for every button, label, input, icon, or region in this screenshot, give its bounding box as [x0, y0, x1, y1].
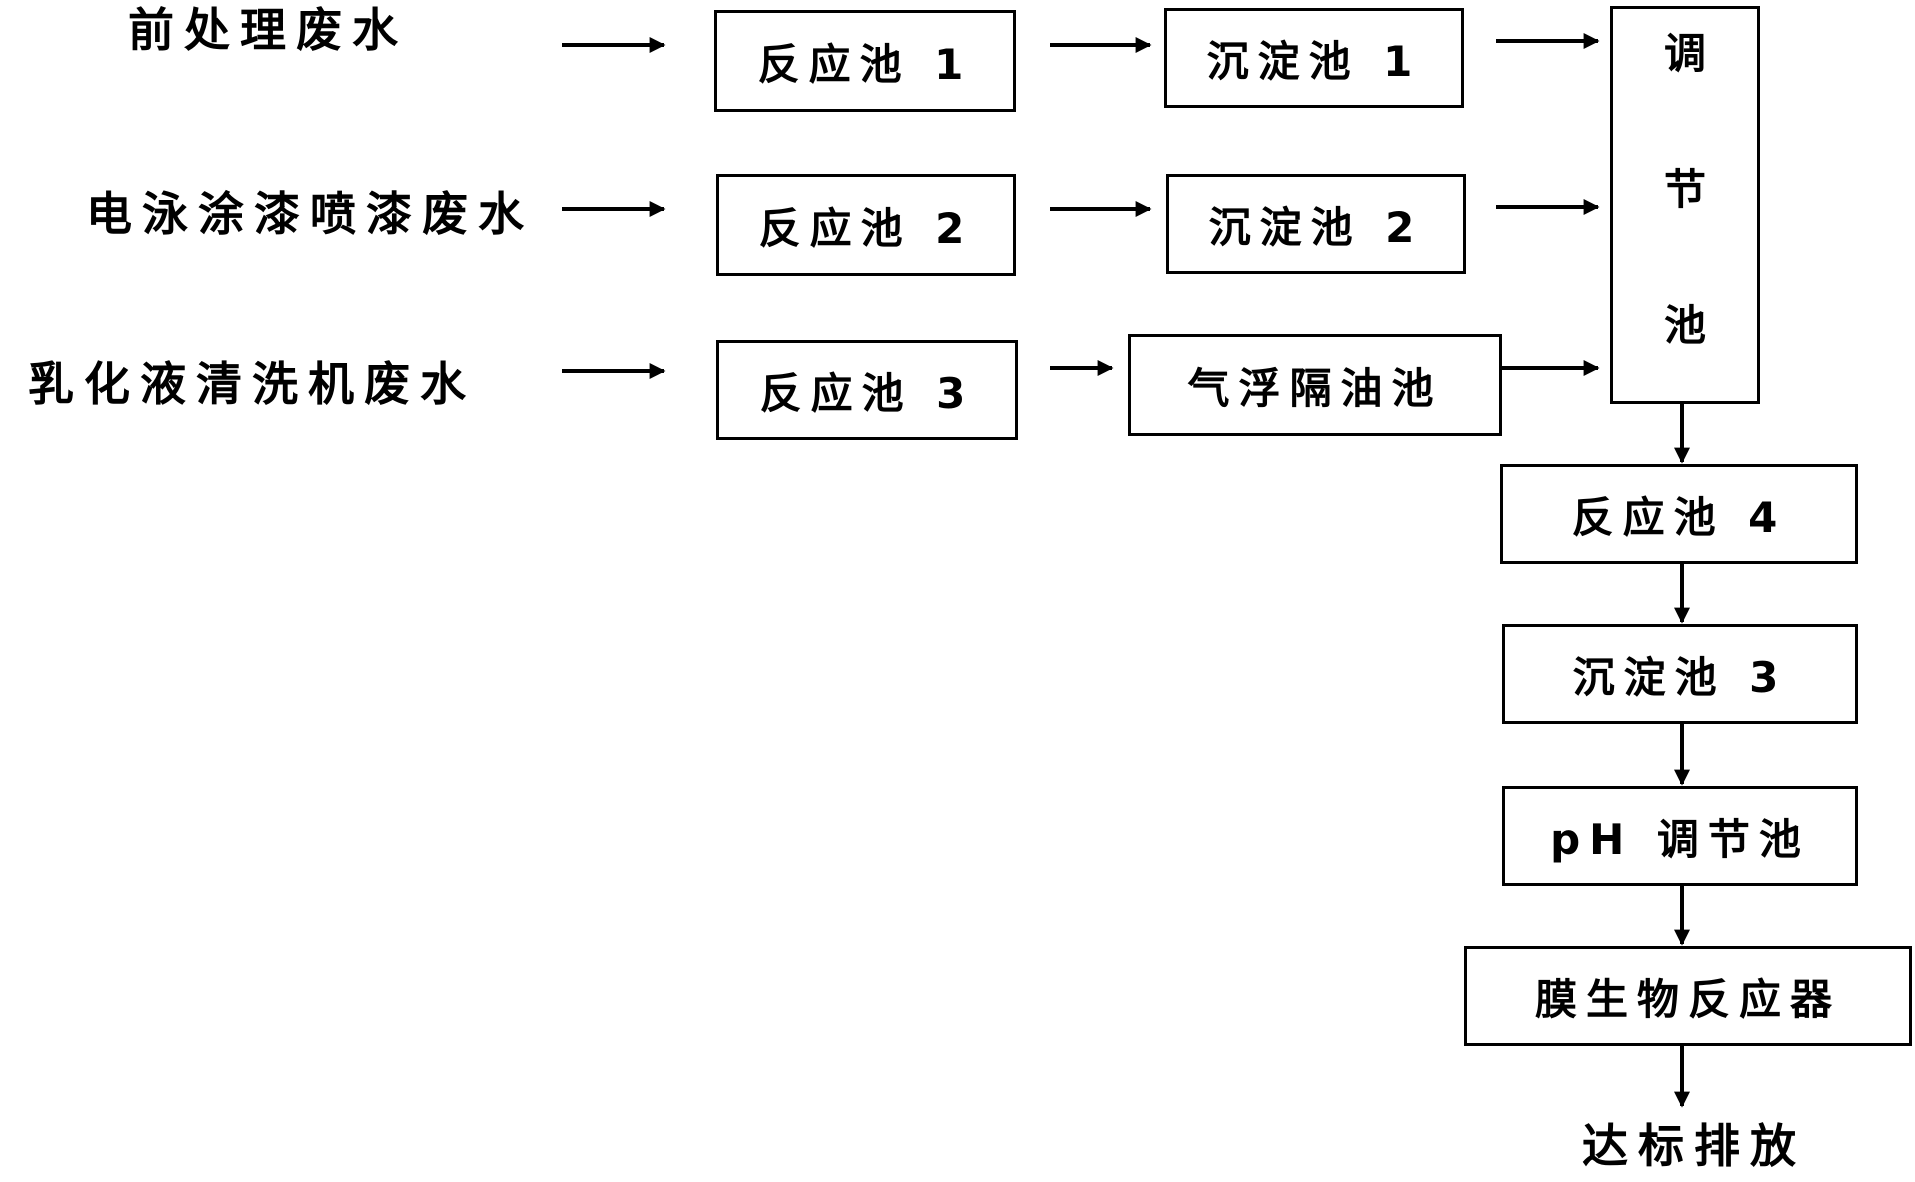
equalization-char-3: 池	[1663, 301, 1706, 350]
sedimentation-tank-2-label: 沉淀池 2	[1208, 202, 1424, 252]
sedimentation-tank-3: 沉淀池 3	[1502, 624, 1858, 724]
reaction-tank-2-label: 反应池 2	[758, 203, 974, 253]
source-label-electrophoresis: 电泳涂漆喷漆废水	[86, 187, 534, 241]
reaction-tank-4-label: 反应池 4	[1571, 492, 1787, 542]
air-flotation-oil-separation-tank: 气浮隔油池	[1128, 334, 1502, 436]
sedimentation-tank-2: 沉淀池 2	[1166, 174, 1466, 274]
equalization-tank: 调 节 池	[1610, 6, 1760, 404]
membrane-bioreactor-label: 膜生物反应器	[1534, 974, 1841, 1024]
sedimentation-tank-3-label: 沉淀池 3	[1572, 652, 1788, 702]
reaction-tank-3: 反应池 3	[716, 340, 1018, 440]
air-flotation-label: 气浮隔油池	[1187, 363, 1443, 413]
source-label-emulsion: 乳化液清洗机废水	[28, 357, 476, 411]
equalization-char-2: 节	[1663, 165, 1706, 214]
source-label-pretreatment: 前处理废水	[128, 3, 408, 57]
reaction-tank-4: 反应池 4	[1500, 464, 1858, 564]
reaction-tank-2: 反应池 2	[716, 174, 1016, 276]
sedimentation-tank-1: 沉淀池 1	[1164, 8, 1464, 108]
membrane-bioreactor: 膜生物反应器	[1464, 946, 1912, 1046]
reaction-tank-1: 反应池 1	[714, 10, 1016, 112]
equalization-char-1: 调	[1663, 29, 1706, 78]
ph-adjustment-tank: pH 调节池	[1502, 786, 1858, 886]
reaction-tank-1-label: 反应池 1	[757, 39, 973, 89]
reaction-tank-3-label: 反应池 3	[759, 368, 975, 418]
sedimentation-tank-1-label: 沉淀池 1	[1206, 36, 1422, 86]
ph-adjustment-label: pH 调节池	[1550, 814, 1810, 864]
discharge-label: 达标排放	[1582, 1119, 1806, 1173]
